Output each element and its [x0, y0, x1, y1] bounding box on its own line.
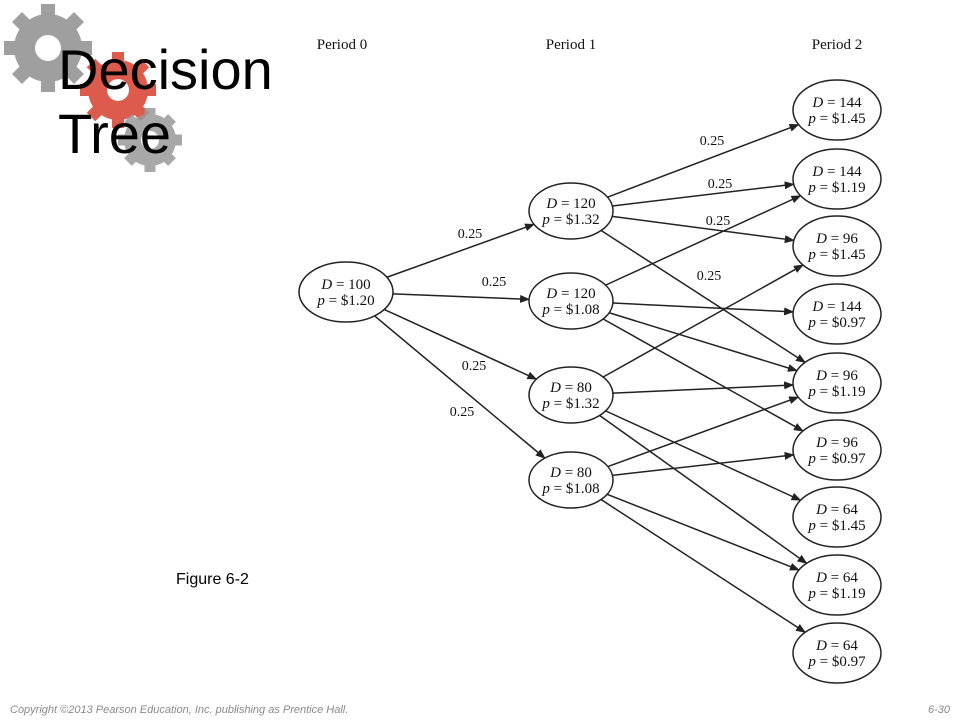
node-ellipse	[792, 622, 882, 684]
edge-probability-label: 0.25	[706, 214, 731, 229]
node-price: p = $1.32	[541, 212, 599, 228]
edge-n1b-n2b	[605, 195, 802, 286]
node-price: p = $1.45	[807, 111, 865, 127]
node-ellipse	[792, 283, 882, 345]
node-price: p = $1.32	[541, 396, 599, 412]
tree-node-n2g: D = 64p = $1.45	[792, 486, 882, 548]
tree-node-n1c: D = 80p = $1.32	[528, 366, 614, 424]
node-ellipse	[792, 486, 882, 548]
edge-probability-label: 0.25	[450, 405, 475, 420]
tree-node-n1d: D = 80p = $1.08	[528, 451, 614, 509]
edge-probability-label: 0.25	[697, 269, 722, 284]
node-ellipse	[792, 215, 882, 277]
edge-n1d-n2i	[600, 498, 807, 633]
node-ellipse	[792, 352, 882, 414]
edge-n1d-n2f	[612, 451, 795, 477]
node-ellipse	[792, 419, 882, 481]
decision-tree-diagram: 0.25 0.25 0.25 0.25 0.25 0.25 0.25 0.25 D = 100…	[298, 37, 882, 684]
page-number: 6-30	[927, 704, 950, 716]
node-ellipse	[528, 272, 614, 330]
node-price: p = $1.19	[807, 180, 865, 196]
node-price: p = $1.08	[541, 302, 599, 318]
node-demand: D = 96	[815, 435, 858, 451]
edge-n1b-n2e	[608, 312, 798, 372]
period-label-2: Period 2	[812, 37, 862, 53]
node-price: p = $1.19	[807, 586, 865, 602]
slide-title: Decision Tree	[58, 38, 273, 166]
edge-probability-label: 0.25	[462, 359, 487, 374]
edge-n0-n1a	[386, 223, 535, 278]
node-ellipse	[528, 182, 614, 240]
edge-probability-label: 0.25	[458, 227, 483, 242]
period-label-0: Period 0	[317, 37, 367, 53]
node-ellipse	[792, 148, 882, 210]
edge-n1b-n2f	[602, 318, 804, 432]
title-line-2: Tree	[58, 102, 172, 165]
node-demand: D = 64	[815, 638, 858, 654]
node-demand: D = 144	[811, 164, 862, 180]
tree-node-n2c: D = 96p = $1.45	[792, 215, 882, 277]
node-price: p = $0.97	[807, 315, 866, 331]
title-line-1: Decision	[58, 38, 273, 101]
node-ellipse	[298, 261, 394, 323]
period-label-1: Period 1	[546, 37, 596, 53]
edge-n0-n1d	[374, 315, 546, 459]
node-price: p = $0.97	[807, 451, 866, 467]
node-demand: D = 96	[815, 368, 858, 384]
node-demand: D = 96	[815, 231, 858, 247]
node-price: p = $1.19	[807, 384, 865, 400]
edge-n1d-n2h	[606, 493, 800, 571]
node-price: p = $0.97	[807, 654, 866, 670]
edge-n1c-n2h	[599, 414, 808, 564]
tree-node-n2i: D = 64p = $0.97	[792, 622, 882, 684]
node-ellipse	[792, 79, 882, 141]
edge-n1a-n2e	[600, 229, 806, 363]
node-demand: D = 144	[811, 95, 862, 111]
tree-node-n2h: D = 64p = $1.19	[792, 554, 882, 616]
node-demand: D = 120	[545, 286, 595, 302]
edge-n1a-n2c	[612, 215, 795, 244]
edge-n1c-n2g	[605, 410, 802, 501]
edge-n0-n1c	[383, 308, 538, 380]
footer: Copyright ©2013 Pearson Education, Inc. …	[0, 700, 960, 720]
edge-probability-label: 0.25	[708, 177, 733, 192]
copyright-text: Copyright ©2013 Pearson Education, Inc. …	[10, 704, 349, 716]
tree-node-n2e: D = 96p = $1.19	[792, 352, 882, 414]
node-price: p = $1.45	[807, 247, 865, 263]
node-price: p = $1.20	[316, 293, 374, 309]
gears-icon	[4, 4, 182, 172]
node-demand: D = 144	[811, 299, 862, 315]
edge-probability-label: 0.25	[482, 275, 507, 290]
figure-label: Figure 6-2	[176, 571, 249, 588]
edge-n1b-n2d	[612, 302, 795, 316]
node-ellipse	[528, 451, 614, 509]
node-demand: D = 80	[549, 380, 592, 396]
node-price: p = $1.08	[541, 481, 599, 497]
node-demand: D = 80	[549, 465, 592, 481]
tree-node-n2f: D = 96p = $0.97	[792, 419, 882, 481]
edge-n1c-n2c	[602, 264, 804, 378]
edge-n1d-n2e	[607, 396, 800, 468]
edge-n1c-n2e	[612, 381, 795, 394]
edge-probability-label: 0.25	[700, 134, 725, 149]
node-demand: D = 64	[815, 502, 858, 518]
node-ellipse	[528, 366, 614, 424]
node-price: p = $1.45	[807, 518, 865, 534]
node-demand: D = 120	[545, 196, 595, 212]
node-ellipse	[792, 554, 882, 616]
edge-n1a-n2b	[612, 181, 795, 207]
edge-n0-n1b	[392, 293, 531, 303]
node-demand: D = 64	[815, 570, 858, 586]
edge-n1a-n2a	[607, 123, 800, 198]
node-demand: D = 100	[320, 277, 370, 293]
